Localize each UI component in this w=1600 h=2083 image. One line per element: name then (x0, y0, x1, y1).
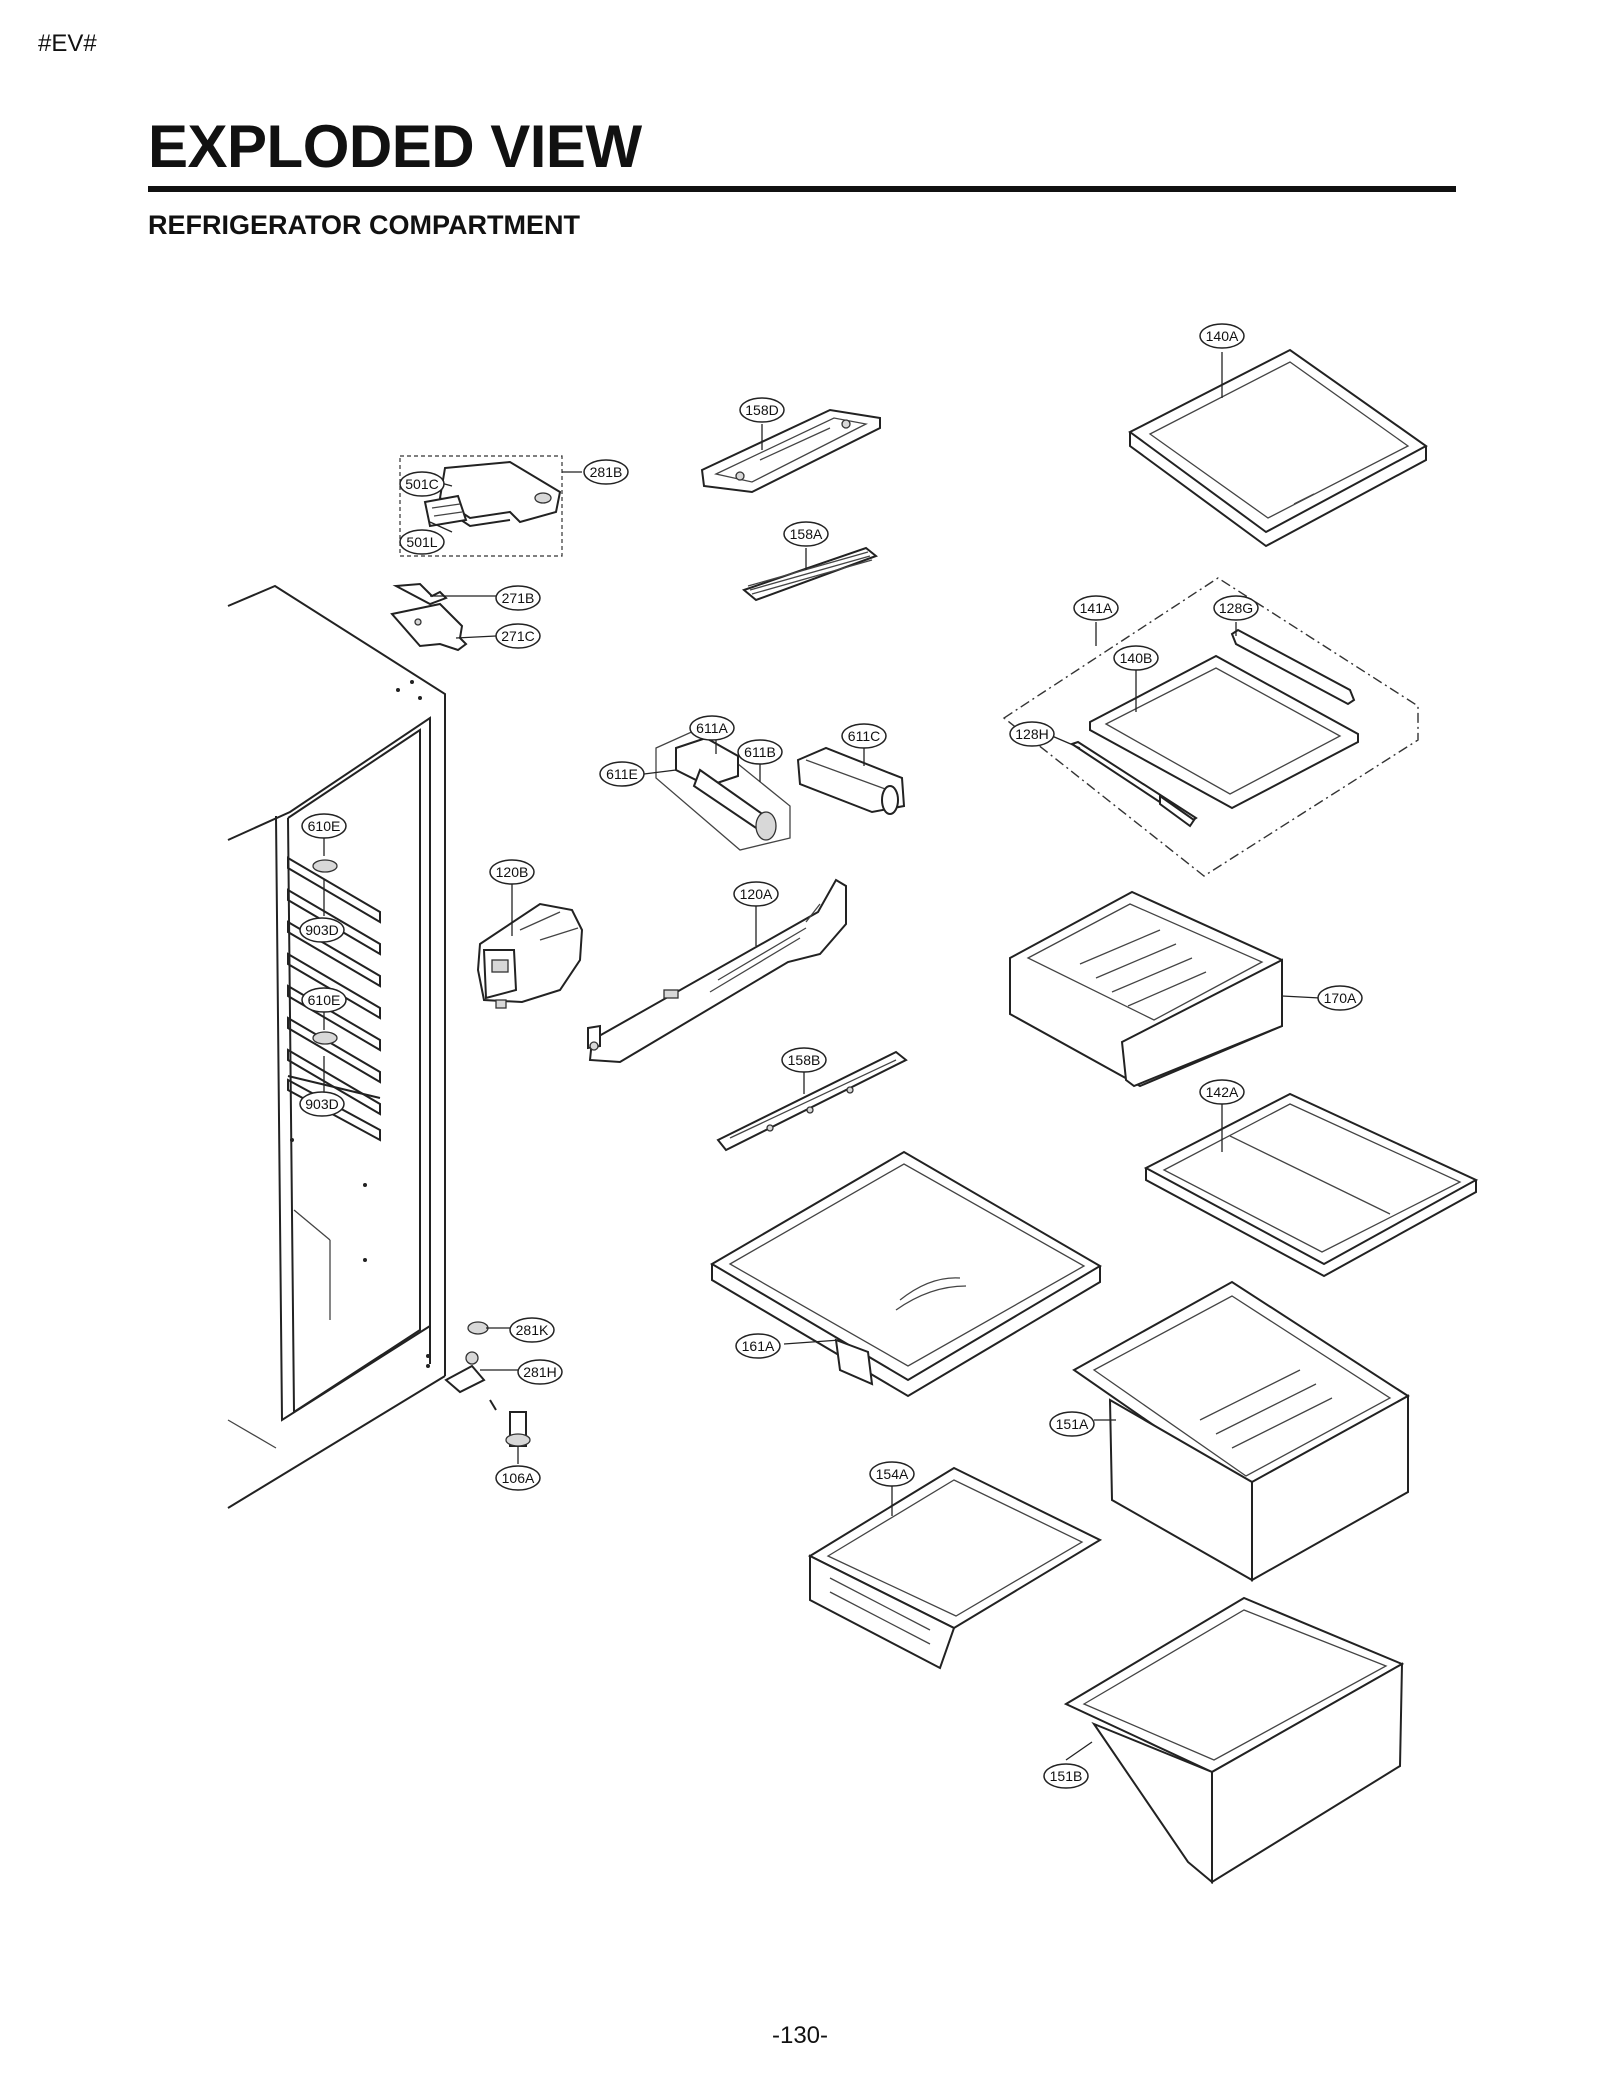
callout-158b: 158B (781, 1047, 827, 1073)
callout-141a: 141A (1073, 595, 1119, 621)
module-120b (476, 902, 584, 1009)
svg-text:611E: 611E (606, 766, 638, 782)
callout-281k: 281K (509, 1317, 555, 1343)
callout-158a: 158A (783, 521, 829, 547)
page-number: -130- (771, 2022, 829, 2049)
callout-120b: 120B (489, 859, 535, 885)
svg-text:271C: 271C (501, 628, 534, 644)
svg-text:903D: 903D (305, 922, 338, 938)
svg-text:161A: 161A (742, 1338, 775, 1354)
svg-text:281K: 281K (516, 1322, 549, 1338)
shelf-assembly-141a (1002, 577, 1419, 877)
grille-158a (741, 546, 879, 602)
callout-610e-upper: 610E (301, 813, 347, 839)
drawer-151a (1072, 1280, 1410, 1582)
callout-142a: 142A (1199, 1079, 1245, 1105)
cover-154a (807, 1466, 1103, 1670)
svg-text:128H: 128H (1015, 726, 1048, 742)
title-rule (148, 186, 1456, 192)
callout-281b: 281B (583, 459, 629, 485)
svg-text:903D: 903D (305, 1096, 338, 1112)
bracket-parts (390, 582, 468, 652)
svg-text:141A: 141A (1080, 600, 1113, 616)
svg-text:271B: 271B (502, 590, 535, 606)
svg-text:611B: 611B (744, 744, 776, 760)
cover-158d (700, 408, 881, 494)
svg-text:151B: 151B (1050, 1768, 1083, 1784)
callout-271c: 271C (495, 623, 541, 649)
callout-610e-lower: 610E (301, 987, 347, 1013)
svg-text:158D: 158D (745, 402, 778, 418)
drawer-170a (1009, 890, 1283, 1088)
callout-611c: 611C (841, 723, 887, 749)
callout-903d-lower: 903D (299, 1091, 345, 1117)
page-title: EXPLODED VIEW (148, 113, 642, 180)
svg-text:611C: 611C (848, 728, 880, 744)
svg-text:170A: 170A (1324, 990, 1357, 1006)
callout-151a: 151A (1049, 1411, 1095, 1437)
svg-text:158A: 158A (790, 526, 823, 542)
callout-120a: 120A (733, 881, 779, 907)
svg-text:610E: 610E (308, 992, 341, 1008)
drawer-151b (1063, 1596, 1405, 1885)
callout-128g: 128G (1213, 595, 1259, 621)
callout-501l: 501L (399, 529, 445, 555)
svg-text:610E: 610E (308, 818, 341, 834)
callout-128h: 128H (1009, 721, 1055, 747)
callout-611a: 611A (689, 715, 735, 741)
svg-text:106A: 106A (502, 1470, 535, 1486)
svg-text:142A: 142A (1206, 1084, 1239, 1100)
svg-text:120B: 120B (496, 864, 529, 880)
cabinet (227, 584, 446, 1509)
svg-text:501L: 501L (406, 534, 437, 550)
callout-501c: 501C (399, 471, 445, 497)
svg-text:281B: 281B (590, 464, 623, 480)
callout-140a: 140A (1199, 323, 1245, 349)
svg-text:611A: 611A (696, 720, 728, 736)
callout-281h: 281H (517, 1359, 563, 1385)
callout-170a: 170A (1317, 985, 1363, 1011)
callout-140b: 140B (1113, 645, 1159, 671)
callout-611b: 611B (737, 739, 783, 765)
rail-158b (716, 1050, 908, 1152)
callout-151b: 151B (1043, 1763, 1089, 1789)
door-shelves (287, 856, 381, 1142)
page-subtitle: REFRIGERATOR COMPARTMENT (148, 210, 580, 240)
callout-271b: 271B (495, 585, 541, 611)
svg-text:151A: 151A (1056, 1416, 1089, 1432)
svg-text:154A: 154A (876, 1466, 909, 1482)
svg-text:140B: 140B (1120, 650, 1153, 666)
callout-903d-upper: 903D (299, 917, 345, 943)
callout-106a: 106A (495, 1465, 541, 1491)
svg-text:120A: 120A (740, 886, 773, 902)
callout-158d: 158D (739, 397, 785, 423)
page-tag: #EV# (38, 30, 97, 57)
svg-text:501C: 501C (405, 476, 438, 492)
shelf-142a (1143, 1092, 1479, 1278)
callout-611e: 611E (599, 761, 645, 787)
hinge-hardware (444, 1321, 531, 1447)
duct-120a (587, 878, 847, 1064)
callout-154a: 154A (869, 1461, 915, 1487)
svg-text:128G: 128G (1219, 600, 1253, 616)
svg-text:281H: 281H (523, 1364, 556, 1380)
svg-text:158B: 158B (788, 1052, 821, 1068)
shelf-140a (1128, 348, 1428, 548)
shelf-161a (710, 1150, 1102, 1398)
switch-assembly (399, 455, 563, 557)
svg-text:140A: 140A (1206, 328, 1239, 344)
callout-161a: 161A (735, 1333, 781, 1359)
